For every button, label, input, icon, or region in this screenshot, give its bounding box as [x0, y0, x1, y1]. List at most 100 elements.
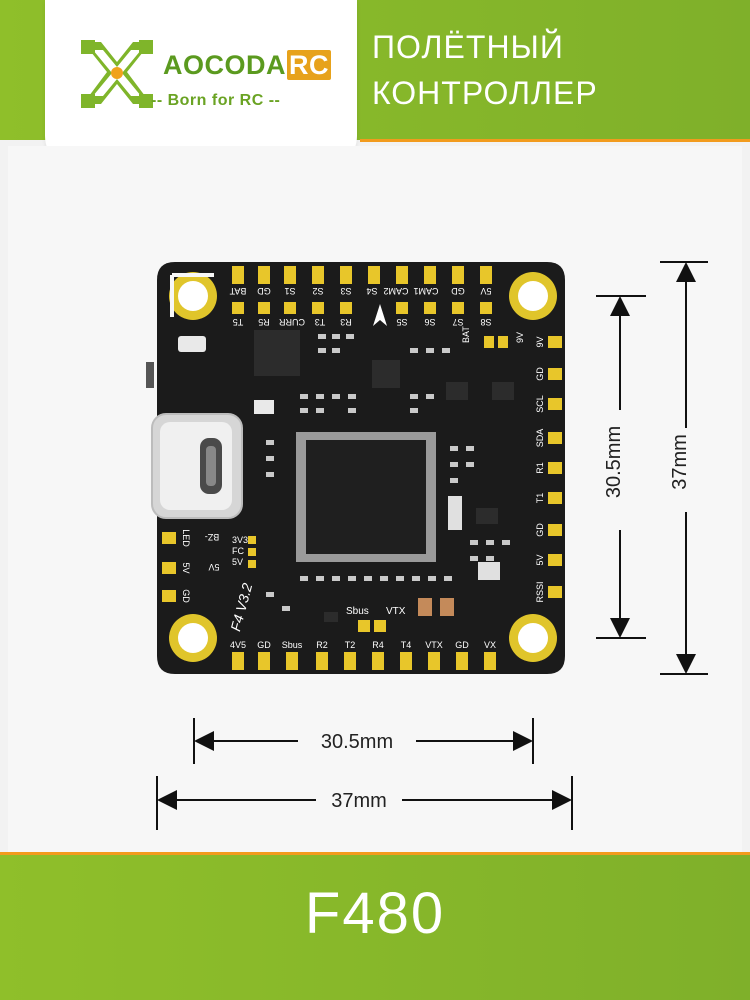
9v-label: 9V [515, 332, 525, 343]
dimension-label: 30.5mm [603, 426, 625, 498]
boot-button [146, 362, 154, 388]
x-logo-icon [81, 40, 153, 108]
top-pad-label: 5V [480, 286, 491, 296]
title-line-1: ПОЛЁТНЫЙ [372, 29, 564, 65]
inner-pad-label: S6 [424, 317, 435, 327]
regulator-chip [446, 382, 468, 400]
top-pad-label: BAT [229, 286, 246, 296]
inner-pad-label: R3 [340, 317, 352, 327]
left-pad-label: 5V [181, 562, 191, 573]
left-inner-label: 3V3 [232, 535, 248, 545]
capacitor-component [418, 598, 432, 616]
mcu-chip [296, 432, 436, 562]
top-pad-label: CAM1 [413, 286, 438, 296]
bottom-pad-label: VX [484, 640, 496, 650]
bottom-pad-labels: 4V5 GD Sbus R2 T2 R4 T4 VTX GD VX [230, 640, 496, 650]
right-pad-label: 5V [535, 554, 545, 565]
left-inner-label: FC [232, 546, 244, 556]
right-pad-label: GD [535, 523, 545, 537]
top-pad-label: S2 [312, 286, 323, 296]
arrow-silk-icon [373, 304, 387, 326]
top-pads [232, 266, 492, 284]
ic-chip [254, 330, 300, 376]
usb-c-port [151, 413, 243, 519]
top-inner-labels: T5 R5 CURR T3 R3 S5 S6 S7 S8 [233, 317, 492, 327]
ic-chip [476, 508, 498, 524]
bat-label: BAT [461, 326, 471, 343]
right-pad-label: GD [535, 367, 545, 381]
top-pad-label: CAM2 [383, 286, 408, 296]
right-pad-label: R1 [535, 462, 545, 474]
brand-name-main: AOCODA [163, 50, 286, 80]
left-pad-label: LED [181, 529, 191, 547]
inner-pad-label: R5 [258, 317, 270, 327]
footer-accent-line [0, 852, 750, 855]
dimension-inner-horizontal: 30.5mm [193, 718, 534, 764]
model-name: F480 [304, 881, 446, 946]
top-pad-label: S3 [340, 286, 351, 296]
ic-chip [324, 612, 338, 622]
sensor-component [478, 562, 500, 580]
inner-pad-label: CURR [279, 317, 305, 327]
led-component [178, 336, 206, 352]
inner-pad-label: S8 [480, 317, 491, 327]
top-pad-label: S1 [284, 286, 295, 296]
top-inner-pads [232, 302, 492, 314]
inner-pad-label: T3 [315, 317, 326, 327]
title-line-2: КОНТРОЛЛЕР [372, 75, 598, 111]
right-pad-label: SCL [535, 395, 545, 413]
dimension-inner-vertical: 30.5mm [596, 295, 646, 639]
capacitor-component [448, 496, 462, 530]
dimension-outer-horizontal: 37mm [156, 776, 573, 830]
crystal-component [254, 400, 274, 414]
silk-vtx: VTX [386, 606, 406, 617]
right-pad-label: T1 [535, 493, 545, 504]
brand-tagline: -- Born for RC -- [151, 92, 281, 109]
top-pad-label: GD [257, 286, 271, 296]
dimension-label: 30.5mm [321, 731, 393, 753]
right-pad-label: RSSI [535, 581, 545, 602]
brand-name-suffix: RC [287, 50, 331, 80]
capacitor-component [440, 598, 454, 616]
dimension-outer-vertical: 37mm [660, 261, 708, 675]
inner-pad-label: S7 [452, 317, 463, 327]
page-title: ПОЛЁТНЫЙ КОНТРОЛЛЕР [372, 24, 598, 116]
header-accent-line [360, 139, 750, 142]
mounting-holes [169, 272, 557, 662]
silk-sbus: Sbus [346, 606, 369, 617]
bottom-pad-label: Sbus [282, 640, 303, 650]
right-pad-labels: 9V GD SCL SDA R1 T1 GD 5V RSSI [535, 336, 545, 602]
bottom-pad-label: VTX [425, 640, 443, 650]
top-pad-label: S4 [366, 286, 377, 296]
ic-chip [372, 360, 400, 388]
regulator-chip [492, 382, 514, 400]
right-pad-label: SDA [535, 429, 545, 448]
bottom-pad-label: T2 [345, 640, 356, 650]
bottom-pad-label: GD [455, 640, 469, 650]
top-pad-labels: BAT GD S1 S2 S3 S4 CAM2 CAM1 GD 5V [229, 286, 491, 296]
bottom-pads [232, 652, 496, 670]
footer-band [0, 852, 750, 1000]
top-pad-label: GD [451, 286, 465, 296]
right-pads [548, 336, 562, 598]
left-pads [162, 532, 176, 602]
bottom-pad-label: 4V5 [230, 640, 246, 650]
dimension-label: 37mm [669, 434, 691, 490]
left-inner-label: BZ- [205, 532, 220, 542]
bottom-pad-label: GD [257, 640, 271, 650]
right-pad-label: 9V [535, 336, 545, 347]
inner-pad-label: T5 [233, 317, 244, 327]
bottom-pad-label: R2 [316, 640, 328, 650]
left-pad-label: GD [181, 589, 191, 603]
left-pad-labels: LED 5V GD [181, 529, 191, 603]
dimension-label: 37mm [331, 790, 387, 812]
bottom-pad-label: T4 [401, 640, 412, 650]
inner-pad-label: S5 [396, 317, 407, 327]
smd-components [266, 334, 510, 611]
left-inner-label: 5V [208, 562, 219, 572]
left-inner-label: 5V [232, 557, 243, 567]
left-inner-labels: BZ- 3V3 FC 5V 5V [205, 532, 248, 572]
